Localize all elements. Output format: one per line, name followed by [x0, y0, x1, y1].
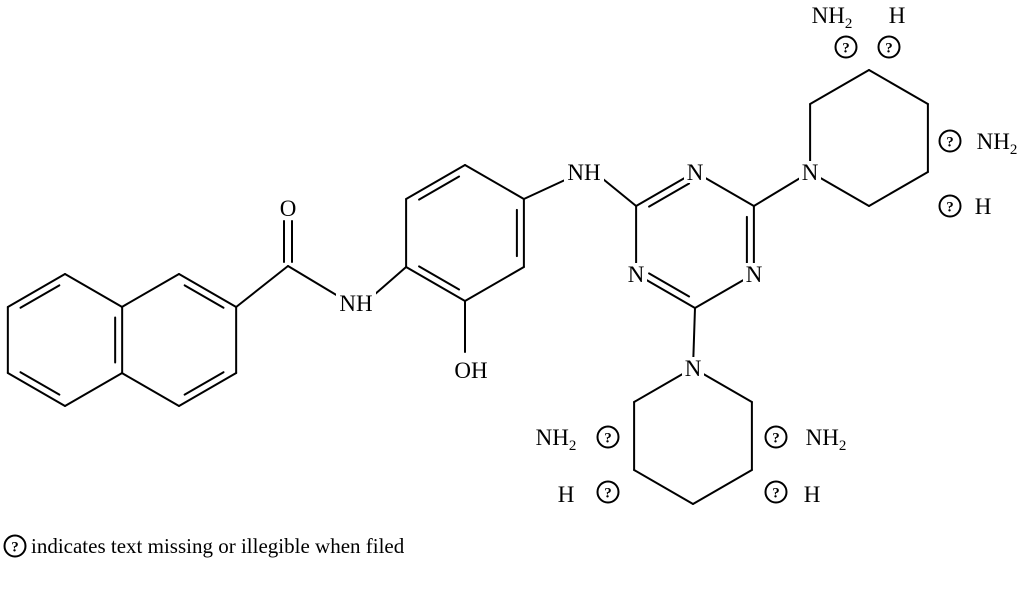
nh2-sub: 2 [1010, 142, 1018, 158]
bond [287, 265, 339, 297]
illegible-text-marker: ? [764, 425, 788, 449]
question-mark: ? [946, 135, 954, 151]
nh2-sub: 2 [845, 16, 853, 32]
phenol-oh-label: OH [454, 358, 487, 383]
question-mark: ? [772, 486, 780, 502]
question-mark: ? [946, 200, 954, 216]
atom-labels: O NH OH NH N N N N N [280, 160, 819, 383]
bond [602, 178, 638, 207]
question-mark: ? [604, 486, 612, 502]
bond [6, 372, 66, 407]
nh2-label-bottom-right: NH2 [806, 425, 847, 454]
bond [868, 171, 929, 207]
bond [522, 179, 566, 200]
marker-circle [764, 480, 788, 504]
label-mask [682, 357, 704, 379]
legend-text: indicates text missing or illegible when… [31, 534, 405, 558]
piperidine-right-n-label: N [802, 160, 819, 185]
bond [120, 372, 180, 407]
h-label-right-side: H [975, 194, 992, 219]
triazine-n-top-label: N [687, 160, 704, 185]
question-mark: ? [772, 431, 780, 447]
bond [183, 371, 225, 396]
marker-circle [764, 425, 788, 449]
nh2-sub: 2 [839, 438, 847, 454]
nh2-main: NH [977, 129, 1010, 154]
illegible-markers: ? ? ? ? ? ? ? ? [596, 35, 962, 504]
h-label-bottom-right: H [804, 482, 821, 507]
bond [809, 69, 870, 105]
marker-circle [3, 534, 27, 558]
piperidine-bottom-n-label: N [685, 356, 702, 381]
illegible-text-marker: ? [764, 480, 788, 504]
carbonyl-oxygen-label: O [280, 196, 297, 221]
question-mark: ? [842, 41, 850, 57]
bond [235, 265, 289, 308]
triazine-n-left-label: N [628, 262, 645, 287]
marker-circle [938, 129, 962, 153]
bond [178, 372, 238, 407]
bond [418, 265, 461, 291]
illegible-text-marker: ? [596, 480, 620, 504]
h-label-bottom-left: H [558, 482, 575, 507]
atom-label-masks [336, 161, 821, 379]
bond-skeleton [6, 69, 929, 505]
illegible-text-marker: ? [938, 129, 962, 153]
bond [6, 273, 66, 308]
bond [692, 469, 753, 505]
label-mask [743, 263, 765, 285]
label-mask [799, 161, 821, 183]
bond [178, 273, 238, 308]
marker-circle [834, 35, 858, 59]
bond [418, 175, 461, 201]
bond [64, 273, 124, 308]
bond [19, 284, 61, 309]
nh2-main: NH [812, 3, 845, 28]
nh2-label-bottom-left: NH2 [536, 425, 577, 454]
bond [633, 469, 694, 505]
bond [464, 266, 525, 302]
nh2-label-right-top: NH2 [812, 3, 853, 32]
bond [373, 266, 408, 296]
label-mask [684, 161, 706, 183]
illegible-text-marker: ? [938, 194, 962, 218]
question-mark: ? [11, 540, 19, 556]
marker-circle [596, 425, 620, 449]
bond [405, 164, 466, 200]
bond [64, 372, 124, 407]
bond [405, 266, 466, 302]
amide-nh-label: NH [339, 291, 372, 316]
substituent-labels: NH2 H NH2 H NH2 H NH2 H [536, 3, 1018, 507]
question-mark: ? [885, 41, 893, 57]
illegible-text-marker: ? [3, 534, 27, 558]
bond [19, 371, 61, 396]
question-mark: ? [604, 431, 612, 447]
nh2-main: NH [806, 425, 839, 450]
linker-nh-label: NH [567, 160, 600, 185]
legend: ? indicates text missing or illegible wh… [3, 534, 405, 558]
bond [183, 284, 225, 309]
nh2-label-right-side: NH2 [977, 129, 1018, 158]
nh2-main: NH [536, 425, 569, 450]
label-mask [625, 263, 647, 285]
bond [120, 273, 180, 308]
bond [868, 69, 929, 105]
marker-circle [877, 35, 901, 59]
bond [648, 272, 691, 298]
triazine-n-right-label: N [746, 262, 763, 287]
label-mask [564, 161, 604, 183]
marker-circle [596, 480, 620, 504]
label-mask [336, 292, 376, 314]
h-label-right-top: H [889, 3, 906, 28]
nh2-sub: 2 [569, 438, 577, 454]
illegible-text-marker: ? [834, 35, 858, 59]
bond [648, 182, 691, 208]
bond [464, 164, 525, 200]
illegible-text-marker: ? [596, 425, 620, 449]
marker-circle [938, 194, 962, 218]
illegible-text-marker: ? [877, 35, 901, 59]
